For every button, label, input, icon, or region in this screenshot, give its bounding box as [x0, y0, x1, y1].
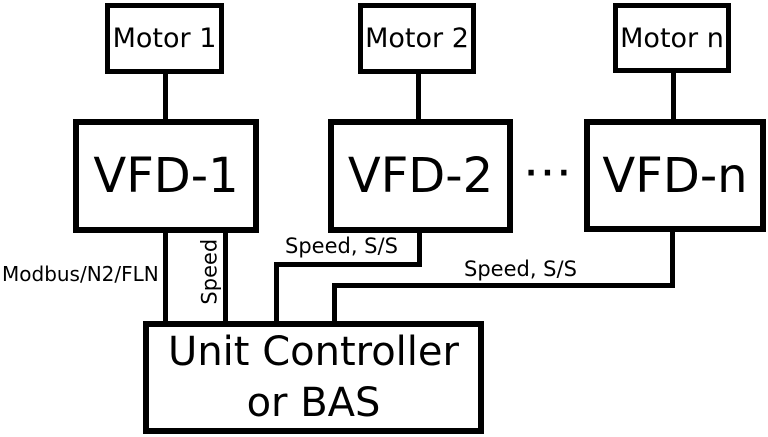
motor-2-label: Motor 2: [365, 23, 469, 54]
motor-1-label: Motor 1: [112, 23, 217, 54]
modbus-n2-fln-label: Modbus/N2/FLN: [2, 262, 159, 286]
motor-n-node: Motor n: [613, 3, 731, 73]
vfd-1-node: VFD-1: [73, 119, 259, 233]
vfd-1-label: VFD-1: [93, 148, 239, 204]
controller-label-line2: or BAS: [246, 379, 381, 426]
connector-vfd1-controller-bus: [163, 232, 168, 322]
connector-motor1-vfd1: [163, 72, 168, 120]
connector-vfd1-controller-speed: [223, 232, 228, 322]
connector-vfdn-controller-segment-horizontal: [332, 283, 675, 288]
motor-1-node: Motor 1: [105, 3, 224, 74]
connector-vfd2-controller-segment-horizontal: [274, 262, 422, 267]
vfd-2-node: VFD-2: [328, 119, 513, 233]
speed-vertical-label: Speed: [197, 238, 222, 305]
controller-label-line1: Unit Controller: [168, 329, 459, 376]
connector-vfdn-controller-segment-drop: [332, 283, 337, 322]
connector-motorn-vfdn: [671, 71, 676, 120]
motor-n-label: Motor n: [620, 22, 724, 54]
vfd-n-label: VFD-n: [602, 147, 748, 204]
motor-2-node: Motor 2: [358, 3, 476, 74]
unit-controller-node: Unit Controller or BAS: [143, 321, 484, 434]
connector-vfdn-controller-segment-down: [670, 232, 675, 287]
speed-ss-label-vfdn: Speed, S/S: [464, 257, 577, 281]
connector-vfd2-controller-segment-down: [417, 232, 422, 265]
connector-vfd2-controller-segment-drop: [274, 262, 279, 322]
vfd-2-label: VFD-2: [347, 148, 494, 204]
ellipsis-dots: ···: [525, 156, 575, 191]
connector-motor2-vfd2: [416, 72, 421, 120]
speed-ss-label-vfd2: Speed, S/S: [285, 234, 398, 258]
vfd-n-node: VFD-n: [584, 119, 766, 232]
